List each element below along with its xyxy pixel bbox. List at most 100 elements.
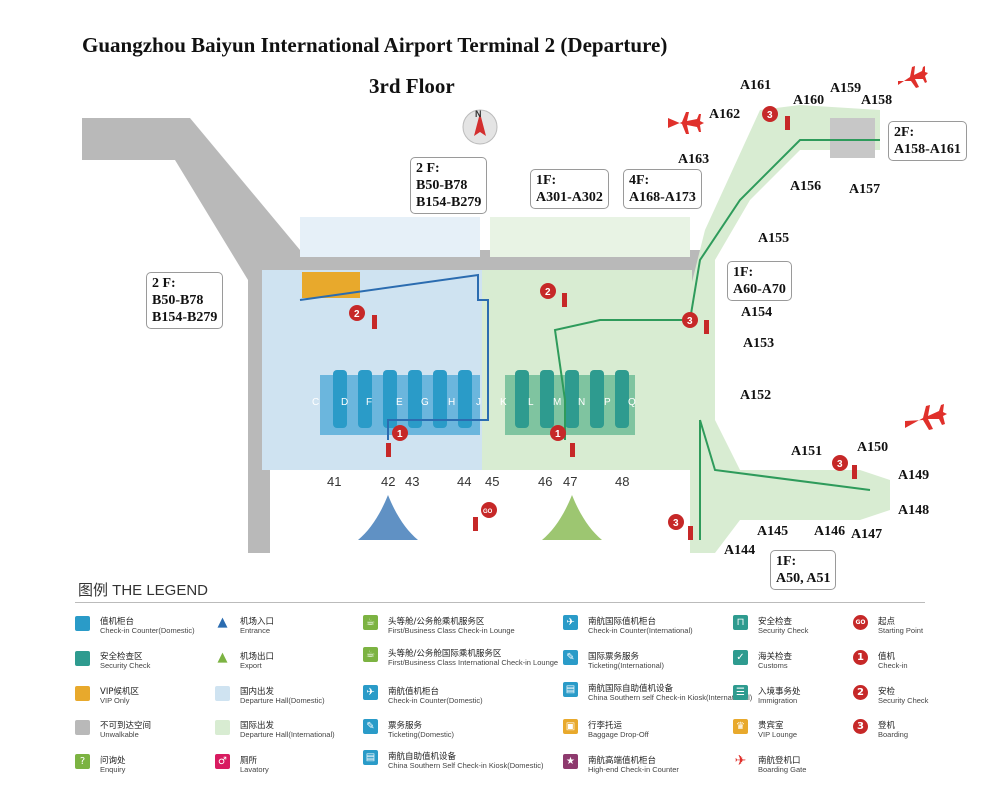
plane-icon: [668, 112, 704, 134]
domestic-piers: [300, 217, 480, 257]
legend-cn: 行李托运: [588, 721, 623, 731]
lane-letter: P: [604, 397, 611, 408]
door-number: 46: [538, 474, 552, 489]
legend-en: Lavatory: [240, 765, 269, 774]
legend-en: China Southern self Check-in Kiosk(Inter…: [588, 693, 753, 702]
callout-2f-top: 2 F: B50-B78 B154-B279: [410, 157, 488, 214]
lane-letter: H: [448, 397, 455, 408]
door-number: 45: [485, 474, 499, 489]
ticketing-icon: ✎: [363, 719, 378, 734]
legend-en: Security Check: [758, 626, 809, 635]
callout-line: 1F:: [776, 554, 797, 569]
legend-item: ♂ 厕所 Lavatory: [215, 754, 425, 788]
lane-letter: G: [421, 397, 429, 408]
vip-area: [302, 272, 360, 298]
legend-item: ✈ 南航登机口 Boarding Gate: [733, 754, 943, 788]
marker-start: [473, 502, 497, 531]
legend-cn: 国际票务服务: [588, 652, 640, 662]
gate-label: A148: [898, 503, 929, 518]
legend-en: Ticketing(International): [588, 661, 665, 670]
gate-label: A150: [857, 440, 888, 455]
lane-letter: N: [578, 397, 585, 408]
callout-2f-left: 2 F: B50-B78 B154-B279: [146, 272, 224, 329]
north-concourse: [690, 105, 880, 420]
marker-3-text: 3: [687, 316, 693, 327]
legend-cn: 南航自助值机设备: [388, 752, 457, 762]
gate-label: A159: [830, 81, 861, 96]
legend-en: Check-in Counter(Domestic): [100, 626, 195, 635]
legend-cn: 贵宾室: [758, 721, 784, 731]
legend-item: ☰ 入境事务处 Immigration: [733, 685, 943, 719]
legend-item: ☕ 头等舱/公务舱国际乘机服务区 First/Business Class In…: [363, 647, 573, 681]
legend-en: High-end Check-in Counter: [588, 765, 679, 774]
callout-line: 1F:: [536, 173, 557, 188]
legend-en: Departure Hall(International): [240, 730, 335, 739]
baggage-icon: ▣: [563, 719, 578, 734]
legend-en: First/Business Class Check-in Lounge: [388, 626, 515, 635]
security-swatch: [75, 651, 90, 666]
callout-line: A158-A161: [894, 142, 961, 157]
legend-en: Unwalkable: [100, 730, 139, 739]
legend-cn: 起点: [878, 617, 896, 627]
legend-item: VIP候机区 VIP Only: [75, 685, 285, 719]
door-number: 48: [615, 474, 629, 489]
plane-icon: ✈: [734, 753, 747, 769]
gate-label: A157: [849, 182, 880, 197]
marker-1-text: 1: [555, 429, 561, 440]
callout-line: 2 F:: [152, 276, 176, 291]
legend-en: Boarding Gate: [758, 765, 807, 774]
gate-label: A163: [678, 152, 709, 167]
legend-en: Security Check: [878, 696, 929, 705]
marker-checkin: [386, 425, 575, 457]
legend-item: ▤ 南航国际自助值机设备 China Southern self Check-i…: [563, 682, 773, 716]
plane-icon: [898, 66, 928, 88]
callout-line: B154-B279: [152, 310, 218, 325]
callout-line: A60-A70: [733, 282, 786, 297]
lane-letter: C: [312, 397, 319, 408]
csa-counter-icon: ✈: [363, 685, 378, 700]
lavatory-icon: ♂: [215, 754, 230, 769]
legend-item: ? 问询处 Enquiry: [75, 754, 285, 788]
legend-cn: 入境事务处: [758, 687, 801, 697]
lane-letter: F: [366, 397, 372, 408]
legend-en: Enquiry: [100, 765, 126, 774]
gate-label: A155: [758, 231, 789, 246]
legend-cn: 南航国际自助值机设备: [588, 684, 674, 694]
legend-en: Immigration: [758, 696, 798, 705]
legend-item: ✎ 票务服务 Ticketing(Domestic): [363, 719, 573, 753]
intl-piers: [490, 217, 690, 257]
legend-en: Security Check: [100, 661, 151, 670]
gate-label: A147: [851, 527, 882, 542]
legend-item: ✓ 海关检查 Customs: [733, 650, 943, 684]
gate-label: A153: [743, 336, 774, 351]
legend-cn: 头等舱/公务舱国际乘机服务区: [388, 649, 502, 659]
callout-line: 4F:: [629, 173, 650, 188]
marker-1-icon: 1: [853, 650, 868, 665]
compass-label: N: [475, 109, 482, 119]
plane-icon: [905, 404, 947, 430]
intl-counters: [505, 370, 635, 435]
security-gate-icon: ⊓: [733, 615, 748, 630]
callout-line: B50-B78: [152, 293, 204, 308]
intl-hall-swatch: [215, 720, 230, 735]
legend-item: ✈ 南航值机柜台 Check-in Counter(Domestic): [363, 685, 573, 719]
kiosk-icon: ▤: [363, 750, 378, 765]
legend-cn: 厕所: [240, 756, 258, 766]
callout-1f-mid: 1F: A60-A70: [727, 261, 792, 301]
legend-item: ☕ 头等舱/公务舱乘机服务区 First/Business Class Chec…: [363, 615, 573, 649]
legend-item: 不可到达空间 Unwalkable: [75, 719, 285, 753]
marker-security: [349, 283, 567, 329]
legend-item: ✎ 国际票务服务 Ticketing(International): [563, 650, 773, 684]
gate-label: A151: [791, 444, 822, 459]
legend-item: ▲ 机场出口 Export: [215, 650, 425, 684]
lane-letter: Q: [628, 397, 636, 408]
legend-en: Departure Hall(Domestic): [240, 696, 325, 705]
legend-cn: 不可到达空间: [100, 721, 152, 731]
callout-2f-right: 2F: A158-A161: [888, 121, 967, 161]
callout-line: A168-A173: [629, 190, 696, 205]
gate-label: A161: [740, 78, 771, 93]
marker-boarding: [668, 106, 857, 540]
domestic-hall-swatch: [215, 686, 230, 701]
legend-item: 3 登机 Boarding: [853, 719, 1000, 753]
intl-kiosk-icon: ▤: [563, 682, 578, 697]
